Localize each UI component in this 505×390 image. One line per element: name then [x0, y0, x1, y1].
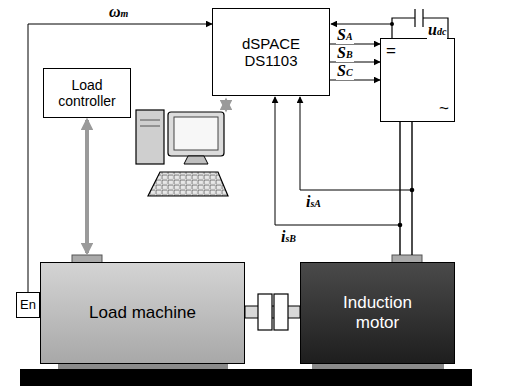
node-label: En: [20, 298, 36, 313]
shaft-coupling: [245, 294, 300, 330]
dc-capacitor-part: [414, 9, 415, 27]
computer-icon-part: [184, 156, 208, 164]
control-link: [85, 120, 89, 253]
signal-line: [28, 24, 212, 292]
signal-name: udc: [427, 22, 447, 39]
node-label: Load machine: [89, 303, 196, 323]
udc-feedback: [331, 24, 392, 25]
inverter-box: =~: [380, 38, 455, 122]
controller-board: dSPACE DS1103: [212, 8, 330, 96]
motor-box: Induction motor: [300, 262, 455, 364]
node-label: Induction motor: [328, 293, 428, 332]
encoder-box: En: [16, 292, 40, 318]
shaft-coupling-part: [274, 294, 288, 330]
node-label: dSPACE DS1103: [226, 35, 316, 70]
power-cable: [399, 122, 400, 255]
load-machine-box: Load machine: [40, 262, 245, 364]
base-plate: [20, 362, 472, 386]
computer-icon-part: [136, 110, 164, 164]
load-controller-box: Load controller: [43, 68, 131, 118]
computer-icon-part: [148, 172, 228, 196]
signal-name: isB: [280, 229, 297, 246]
shaft-coupling-part: [258, 294, 272, 330]
dc-capacitor-part: [423, 18, 448, 38]
inverter-sign: =: [386, 41, 396, 61]
dc-capacitor-part: [422, 9, 423, 27]
pc-link: [224, 100, 228, 110]
signal-name: isA: [305, 194, 322, 211]
power-cable: [411, 122, 412, 255]
computer-icon-part: [140, 120, 160, 121]
computer-icon: [136, 110, 228, 196]
signal-name: SB: [336, 45, 354, 62]
signal-name: SC: [336, 63, 354, 80]
signal-name: SA: [336, 27, 354, 44]
dc-capacitor: [392, 9, 448, 38]
signal-name: ωm: [108, 4, 129, 21]
computer-icon-part: [140, 126, 160, 127]
node-label: Load controller: [47, 77, 127, 109]
computer-icon-part: [174, 117, 218, 150]
inverter-sign: ~: [439, 99, 449, 119]
dc-capacitor-part: [392, 18, 415, 38]
base-plate-part: [20, 369, 472, 386]
computer-icon-part: [168, 112, 224, 156]
